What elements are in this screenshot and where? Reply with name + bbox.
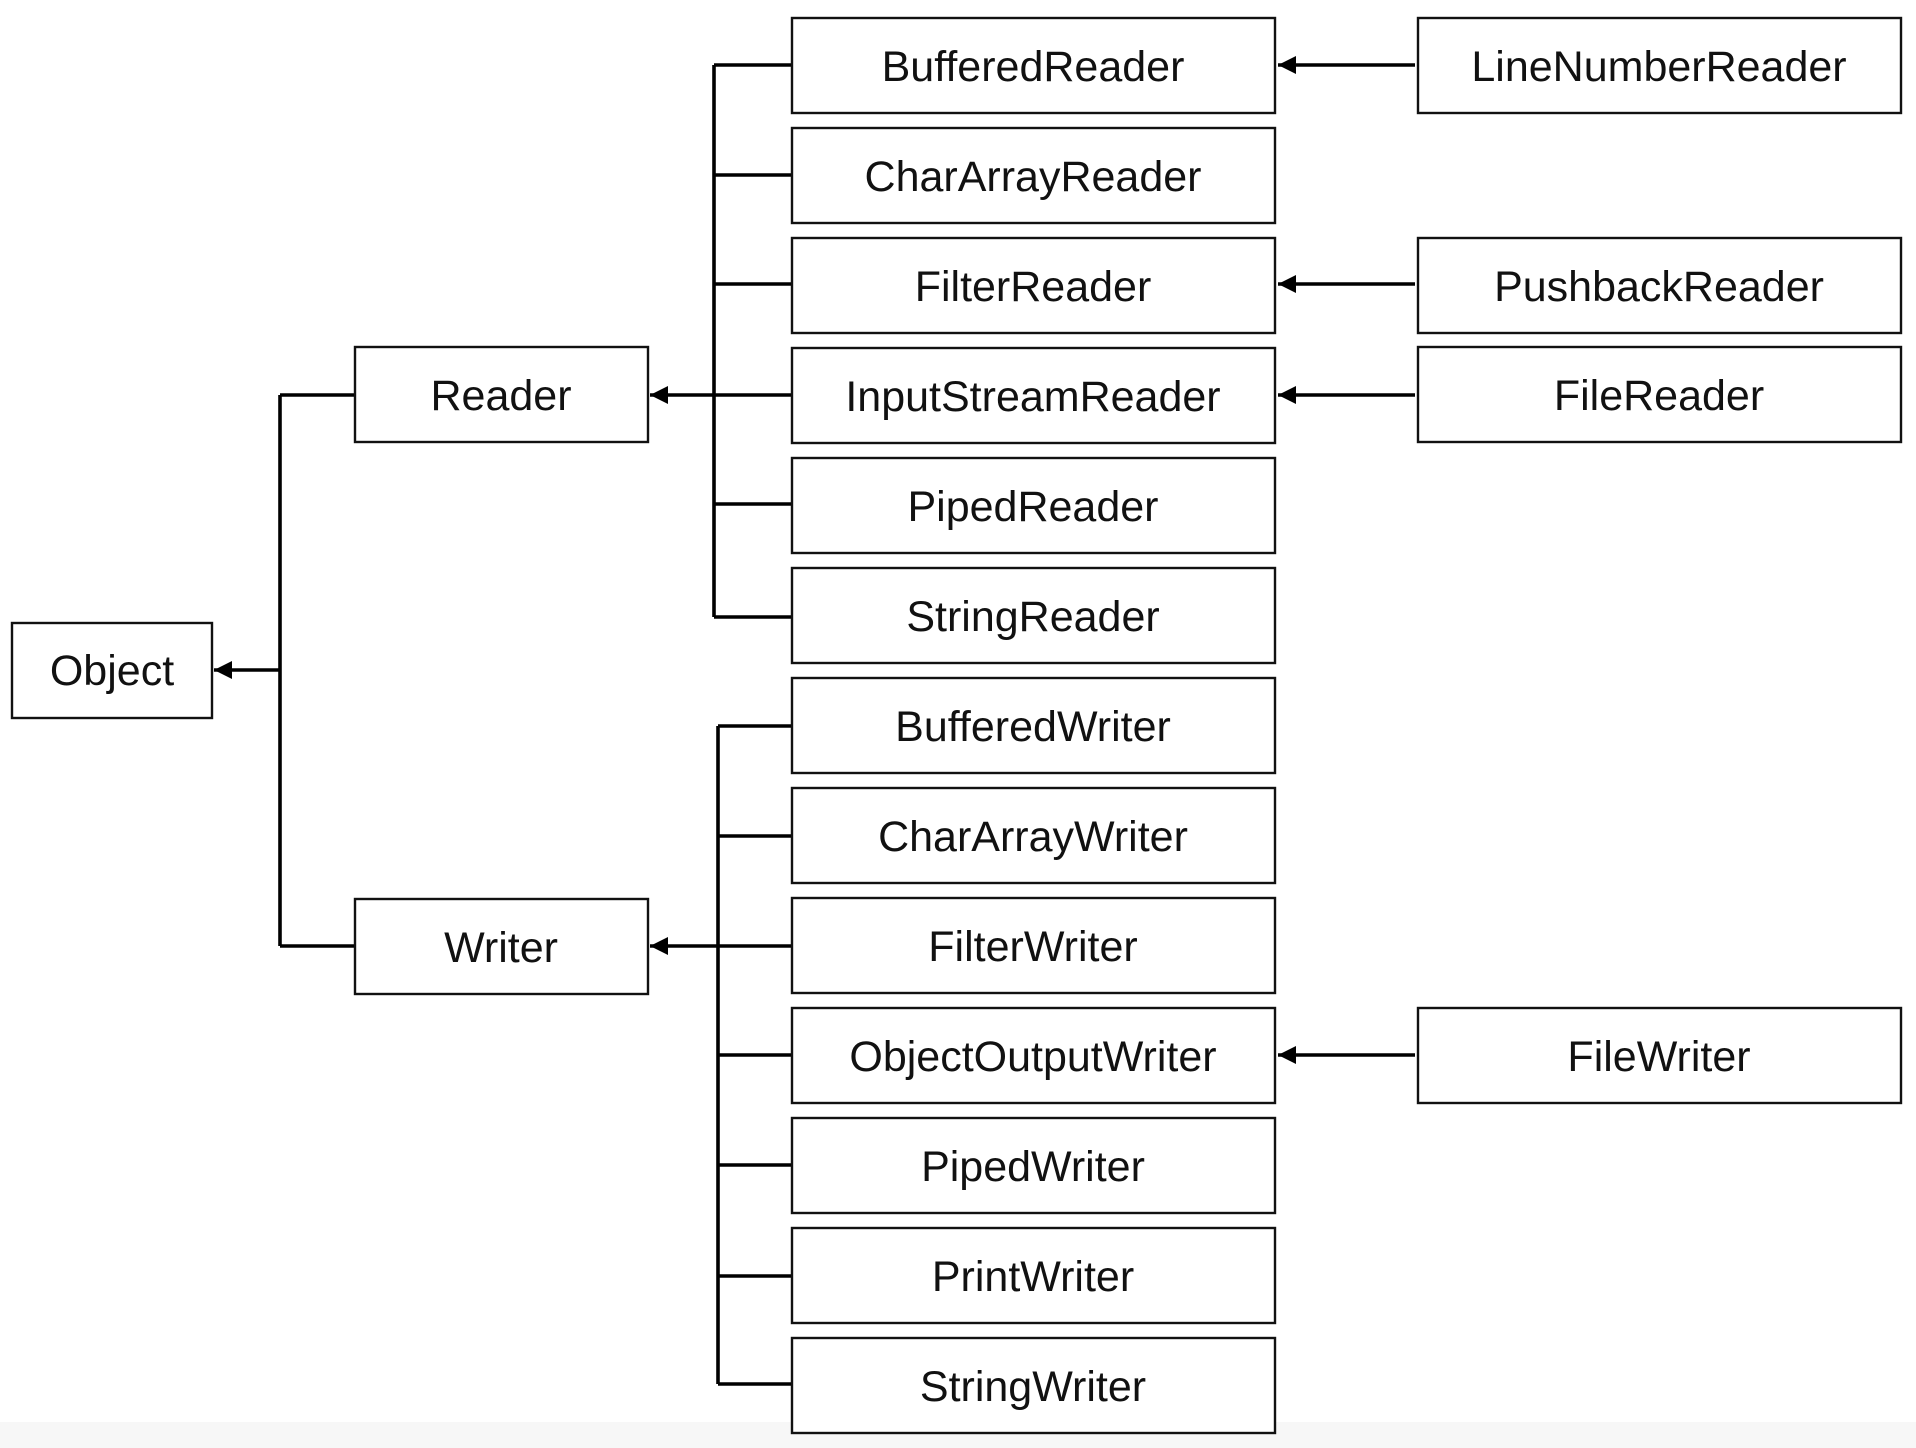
- node-label: CharArrayWriter: [878, 813, 1188, 861]
- node-label: FilterReader: [915, 263, 1152, 311]
- node-label: InputStreamReader: [845, 373, 1220, 421]
- node-pushback-reader: PushbackReader: [1416, 236, 1903, 335]
- node-buffered-writer: BufferedWriter: [790, 676, 1277, 775]
- node-label: Reader: [430, 372, 571, 420]
- node-label: PipedWriter: [921, 1143, 1145, 1191]
- node-label: CharArrayReader: [865, 153, 1202, 201]
- node-input-stream-reader: InputStreamReader: [790, 346, 1277, 445]
- node-label: FilterWriter: [928, 923, 1137, 971]
- node-buffered-reader: BufferedReader: [790, 16, 1277, 115]
- node-piped-writer: PipedWriter: [790, 1116, 1277, 1215]
- edges: [214, 56, 1415, 1386]
- node-reader: Reader: [353, 345, 650, 444]
- node-label: PrintWriter: [932, 1253, 1134, 1301]
- node-label: Writer: [444, 924, 558, 972]
- node-label: FileWriter: [1567, 1033, 1750, 1081]
- node-label: LineNumberReader: [1471, 43, 1846, 91]
- node-line-number-reader: LineNumberReader: [1416, 16, 1903, 115]
- node-label: StringWriter: [920, 1363, 1146, 1411]
- node-label: BufferedWriter: [895, 703, 1171, 751]
- node-print-writer: PrintWriter: [790, 1226, 1277, 1325]
- node-label: PipedReader: [907, 483, 1158, 531]
- node-object-output-writer: ObjectOutputWriter: [790, 1006, 1277, 1105]
- node-label: ObjectOutputWriter: [849, 1033, 1216, 1081]
- node-filter-reader: FilterReader: [790, 236, 1277, 335]
- node-string-reader: StringReader: [790, 566, 1277, 665]
- node-label: FileReader: [1554, 372, 1764, 420]
- node-writer: Writer: [353, 897, 650, 996]
- node-filter-writer: FilterWriter: [790, 896, 1277, 995]
- node-string-writer: StringWriter: [790, 1336, 1277, 1435]
- node-file-reader: FileReader: [1416, 345, 1903, 444]
- node-label: PushbackReader: [1494, 263, 1824, 311]
- node-char-array-reader: CharArrayReader: [790, 126, 1277, 225]
- node-label: BufferedReader: [882, 43, 1185, 91]
- node-label: StringReader: [906, 593, 1159, 641]
- node-label: Object: [50, 647, 174, 695]
- node-char-array-writer: CharArrayWriter: [790, 786, 1277, 885]
- node-piped-reader: PipedReader: [790, 456, 1277, 555]
- node-file-writer: FileWriter: [1416, 1006, 1903, 1105]
- node-object: Object: [10, 621, 214, 720]
